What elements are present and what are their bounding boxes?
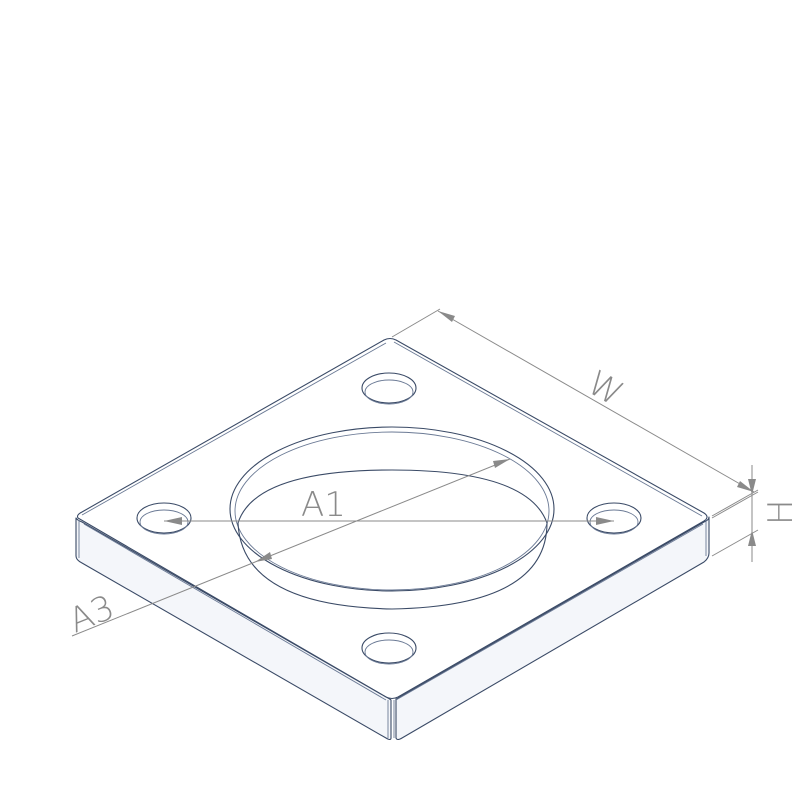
h-label: H (761, 499, 800, 525)
bore-top-chamfer (234, 431, 550, 591)
corner-edge-front (387, 700, 395, 738)
dimension-h: H (711, 465, 800, 562)
w-extension-line-back (391, 308, 441, 338)
h-extension-line-bottom (711, 529, 759, 557)
a3-arrow-upper (493, 459, 510, 468)
bolt-hole-right (586, 502, 642, 535)
bolt-hole-bottom (361, 632, 417, 665)
plate-right-side (395, 516, 710, 741)
center-bore (229, 426, 555, 610)
a1-arrow-right (596, 517, 614, 525)
a3-label: A3 (63, 587, 120, 641)
w-dimension-line (437, 310, 755, 493)
h-extension-line-top (711, 491, 759, 519)
bolt-hole-left (136, 502, 192, 535)
h-arrow-bottom (748, 530, 756, 546)
a1-label: A1 (301, 485, 346, 525)
a3-arrow-lower (255, 552, 272, 562)
a1-arrow-left (164, 517, 182, 525)
bore-bottom-edge (237, 469, 548, 610)
bolt-hole-top (361, 372, 417, 405)
bore-top-edge (229, 426, 555, 592)
w-label: W (581, 363, 630, 414)
bolt-holes (136, 372, 642, 665)
w-extension-line-right (711, 489, 759, 517)
w-arrow-end (737, 481, 754, 492)
w-arrow-start (438, 311, 455, 322)
dimension-a1: A1 (164, 485, 614, 525)
top-chamfer-line (81, 341, 704, 701)
h-arrow-top (748, 479, 756, 495)
a3-dimension-line (71, 458, 511, 637)
plate-left-side (75, 517, 392, 741)
square-plate (75, 337, 710, 741)
